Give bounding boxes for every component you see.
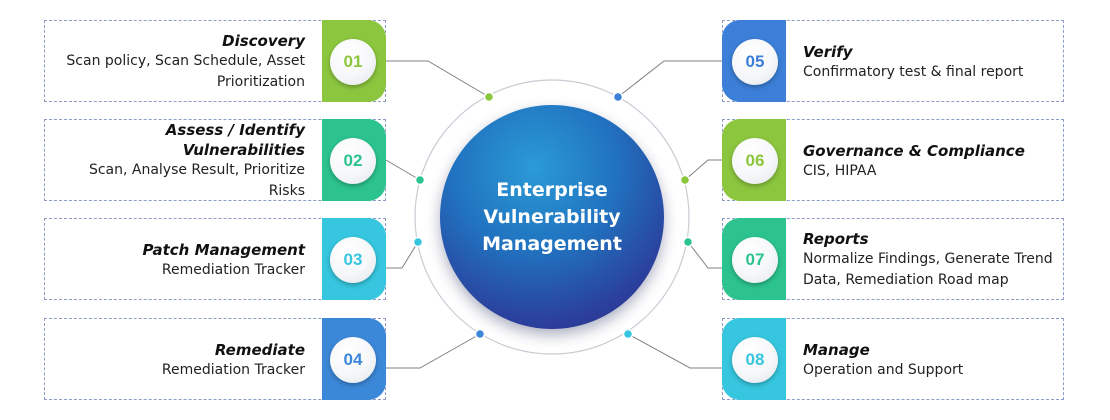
connector-dot-02 bbox=[414, 174, 426, 186]
connector-line-01 bbox=[386, 60, 490, 98]
step-badge-07: 07 bbox=[732, 237, 778, 283]
step-description-07: Normalize Findings, Generate Trend Data,… bbox=[803, 251, 1053, 288]
step-text-05: Verify Confirmatory test & final report bbox=[803, 21, 1058, 103]
step-number-08: 08 bbox=[745, 350, 765, 369]
step-title-06: Governance & Compliance bbox=[803, 141, 1025, 160]
step-number-04: 04 bbox=[343, 350, 363, 369]
connector-line-03 bbox=[386, 241, 419, 269]
step-number-07: 07 bbox=[745, 250, 765, 269]
connector-dot-08 bbox=[622, 328, 634, 340]
step-title-01: Discovery bbox=[222, 32, 305, 50]
center-title: Enterprise Vulnerability Management bbox=[482, 178, 622, 255]
step-card-04: 04 Remediate Remediation Tracker bbox=[44, 318, 386, 400]
step-card-08: 08 Manage Operation and Support bbox=[722, 318, 1064, 400]
step-badge-03: 03 bbox=[330, 237, 376, 283]
step-badge-05: 05 bbox=[732, 39, 778, 85]
connector-dot-03 bbox=[412, 236, 424, 248]
step-card-07: 07 Reports Normalize Findings, Generate … bbox=[722, 218, 1064, 300]
step-badge-01: 01 bbox=[330, 39, 376, 85]
step-card-02: 02 Assess / Identify Vulnerabilities Sca… bbox=[44, 119, 386, 201]
step-badge-06: 06 bbox=[732, 138, 778, 184]
step-title-05: Verify bbox=[803, 42, 853, 61]
step-description-05: Confirmatory test & final report bbox=[803, 63, 1024, 80]
connector-line-08 bbox=[627, 333, 722, 369]
step-badge-02: 02 bbox=[330, 138, 376, 184]
connector-line-06 bbox=[684, 159, 722, 181]
connector-dot-01 bbox=[483, 91, 495, 103]
step-description-02: Scan, Analyse Result, Prioritize Risks bbox=[88, 162, 305, 199]
connector-dot-04 bbox=[474, 328, 486, 340]
step-title-03: Patch Management bbox=[142, 240, 305, 259]
step-number-02: 02 bbox=[343, 151, 363, 170]
connector-dot-06 bbox=[679, 174, 691, 186]
connector-dot-05 bbox=[612, 91, 624, 103]
step-text-06: Governance & Compliance CIS, HIPAA bbox=[803, 120, 1058, 202]
step-text-01: Discovery Scan policy, Scan Schedule, As… bbox=[53, 21, 305, 103]
connector-line-04 bbox=[386, 333, 481, 369]
step-description-06: CIS, HIPAA bbox=[803, 162, 877, 179]
step-description-01: Scan policy, Scan Schedule, Asset Priori… bbox=[66, 53, 305, 90]
step-title-07: Reports bbox=[803, 230, 869, 248]
step-number-05: 05 bbox=[745, 52, 765, 71]
step-text-04: Remediate Remediation Tracker bbox=[53, 319, 305, 401]
step-text-07: Reports Normalize Findings, Generate Tre… bbox=[803, 219, 1058, 301]
connector-line-05 bbox=[617, 60, 722, 98]
step-title-02: Assess / Identify Vulnerabilities bbox=[165, 121, 305, 159]
orbit-ring bbox=[414, 79, 690, 355]
step-text-02: Assess / Identify Vulnerabilities Scan, … bbox=[53, 120, 305, 202]
step-text-08: Manage Operation and Support bbox=[803, 319, 1058, 401]
step-badge-08: 08 bbox=[732, 337, 778, 383]
step-description-03: Remediation Tracker bbox=[161, 261, 305, 278]
step-number-06: 06 bbox=[745, 151, 765, 170]
step-card-01: 01 Discovery Scan policy, Scan Schedule,… bbox=[44, 20, 386, 102]
connector-lines bbox=[385, 60, 722, 369]
step-text-03: Patch Management Remediation Tracker bbox=[53, 219, 305, 301]
step-card-05: 05 Verify Confirmatory test & final repo… bbox=[722, 20, 1064, 102]
step-title-08: Manage bbox=[803, 340, 870, 359]
connector-line-07 bbox=[687, 241, 722, 269]
step-card-06: 06 Governance & Compliance CIS, HIPAA bbox=[722, 119, 1064, 201]
connector-line-02 bbox=[385, 159, 421, 181]
connector-dot-07 bbox=[682, 236, 694, 248]
step-description-04: Remediation Tracker bbox=[161, 361, 305, 378]
step-badge-04: 04 bbox=[330, 337, 376, 383]
connector-dots bbox=[412, 91, 694, 340]
step-title-04: Remediate bbox=[214, 340, 305, 359]
step-number-01: 01 bbox=[343, 52, 363, 71]
step-number-03: 03 bbox=[343, 250, 363, 269]
center-circle: Enterprise Vulnerability Management bbox=[440, 105, 664, 329]
step-description-08: Operation and Support bbox=[803, 361, 964, 378]
step-card-03: 03 Patch Management Remediation Tracker bbox=[44, 218, 386, 300]
